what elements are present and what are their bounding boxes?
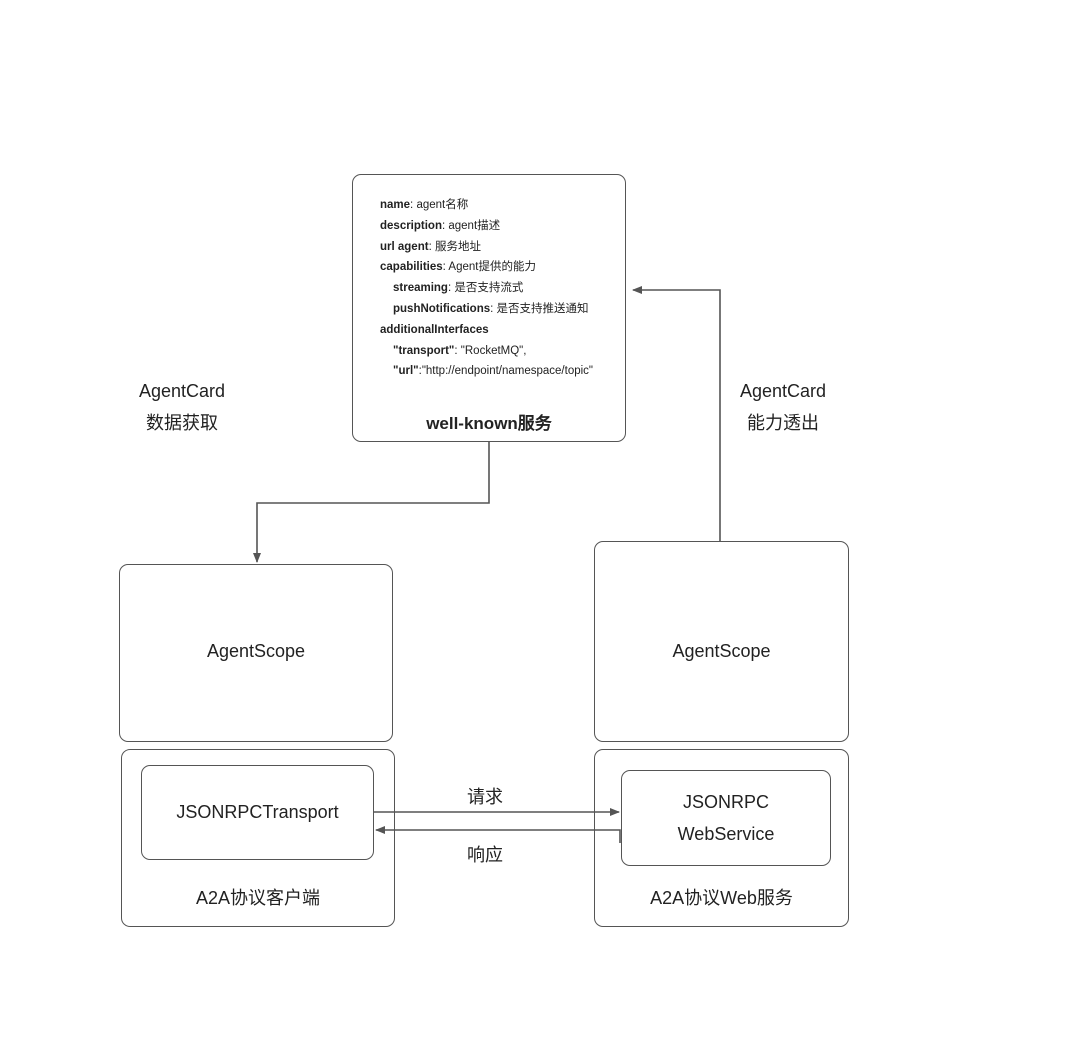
jsonrpc-transport-box: JSONRPCTransport <box>141 765 374 860</box>
agent-card-field: streaming: 是否支持流式 <box>380 278 593 299</box>
agent-card-field-key: name <box>380 199 411 211</box>
a2a-client-label: A2A协议客户端 <box>195 888 321 908</box>
agent-card-field: url agent: 服务地址 <box>380 237 593 258</box>
agent-card-field-value: "http://endpoint/namespace/topic" <box>421 365 594 378</box>
agentcard-expose-arrow <box>632 286 721 541</box>
agentcard-expose-label: AgentCard 能力透出 <box>723 375 843 439</box>
well-known-service-title: well-known服务 <box>426 414 552 433</box>
server-agentscope-box: AgentScope <box>594 541 849 742</box>
response-label: 响应 <box>467 845 503 865</box>
agentcard-fetch-label: AgentCard 数据获取 <box>122 375 242 439</box>
jsonrpc-webservice-label-line1: JSONRPC <box>682 792 769 812</box>
agent-card-field-value: 服务地址 <box>434 240 481 253</box>
agent-card-field-separator: : <box>441 219 449 232</box>
response-arrow <box>375 826 621 843</box>
a2a-client-box: JSONRPCTransport A2A协议客户端 <box>121 749 395 927</box>
agent-card-field-key: url agent <box>380 240 429 253</box>
agent-card-field-separator: : <box>454 344 461 357</box>
agentcard-fetch-label-line1: AgentCard <box>138 381 226 401</box>
agentcard-fetch-label-line2: 数据获取 <box>146 413 218 433</box>
agent-card-field-key: additionalInterfaces <box>380 323 489 336</box>
jsonrpc-webservice-label-line2: WebService <box>677 824 775 844</box>
agentcard-fetch-arrow <box>253 442 490 563</box>
agent-card-field-separator: : <box>490 302 497 315</box>
agent-card-field-separator: : <box>447 282 455 295</box>
agent-card-field-separator: : <box>442 261 449 274</box>
agent-card-field-value: 是否支持流式 <box>454 282 524 295</box>
agent-card-field: capabilities: Agent提供的能力 <box>380 257 593 278</box>
agent-card-field-value: "RocketMQ", <box>460 344 527 357</box>
jsonrpc-transport-label: JSONRPCTransport <box>176 802 339 822</box>
agent-card-field: name: agent名称 <box>380 195 593 216</box>
agent-card-field: description: agent描述 <box>380 216 593 237</box>
client-agentscope-label: AgentScope <box>206 641 306 661</box>
agent-card-field: "transport": "RocketMQ", <box>380 341 593 362</box>
agent-card-field-separator: : <box>418 365 422 378</box>
agent-card-field-key: "transport" <box>393 344 455 357</box>
agent-card-field-value: Agent提供的能力 <box>448 261 536 274</box>
agent-card-field-value: agent名称 <box>416 199 469 211</box>
agent-card-field-value: agent描述 <box>448 219 501 232</box>
a2a-web-service-box: JSONRPC WebService A2A协议Web服务 <box>594 749 849 927</box>
agent-card-field-separator: : <box>410 199 417 211</box>
agent-card-field-key: "url" <box>393 365 419 378</box>
agent-card-field: pushNotifications: 是否支持推送通知 <box>380 299 593 320</box>
agent-card-field: "url":"http://endpoint/namespace/topic" <box>380 361 593 382</box>
agent-card-field-key: capabilities <box>380 261 443 274</box>
agentcard-expose-label-line1: AgentCard <box>739 381 827 401</box>
agent-card-field-key: pushNotifications <box>393 302 491 315</box>
jsonrpc-webservice-box: JSONRPC WebService <box>621 770 831 866</box>
agent-card-field-key: description <box>380 219 442 232</box>
a2a-web-service-label: A2A协议Web服务 <box>650 888 793 908</box>
server-agentscope-label: AgentScope <box>672 641 771 661</box>
agent-card-field-key: streaming <box>393 282 448 295</box>
request-label: 请求 <box>467 787 503 807</box>
agent-card-field: additionalInterfaces <box>380 320 593 341</box>
agent-card-field-separator: : <box>428 240 435 253</box>
client-agentscope-box: AgentScope <box>119 564 393 742</box>
agentcard-expose-label-line2: 能力透出 <box>747 413 819 433</box>
agent-card-field-value: 是否支持推送通知 <box>496 302 589 315</box>
